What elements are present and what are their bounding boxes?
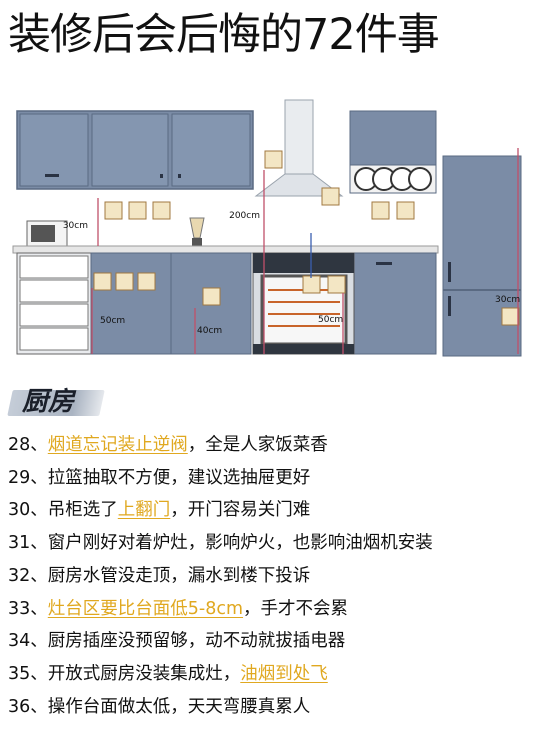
dim-label-30cm-fridge: 30cm [495,295,520,305]
item-number: 30、 [8,500,48,521]
item-text: 厨房插座没预留够，动不动就拔插电器 [47,631,346,652]
list-item: 33、灶台区要比台面低5-8cm，手才不会累 [8,594,348,624]
dim-label-50cm-left: 50cm [100,316,125,326]
item-number: 36、 [8,696,48,717]
highlighted-text: 灶台区要比台面低5-8cm [47,598,244,619]
item-text: ，开门容易关门难 [170,500,311,521]
upper-cabinets [16,110,254,190]
page-title: 装修后会后悔的72件事 [8,10,440,60]
item-number: 35、 [8,663,48,684]
dim-label-40cm: 40cm [197,326,222,336]
fridge [442,155,522,357]
item-text: 开放式厨房没装集成灶， [47,663,241,684]
item-text: 厨房水管没走顶，漏水到楼下投诉 [47,565,311,586]
list-item: 32、厨房水管没走顶，漏水到楼下投诉 [8,561,310,591]
item-text: 窗户刚好对着炉灶，影响炉火，也影响油烟机安装 [47,533,433,554]
item-text: 拉篮抽取不方便，建议选抽屉更好 [47,467,311,488]
highlighted-text: 烟道忘记装止逆阀 [47,435,188,455]
item-number: 31、 [8,533,48,554]
item-text: 操作台面做太低，天天弯腰真累人 [47,696,311,717]
item-text: ，全是人家饭菜香 [187,435,328,455]
item-number: 28、 [8,435,48,455]
item-number: 29、 [8,467,48,488]
list-item: 28、烟道忘记装止逆阀，全是人家饭菜香 [8,430,328,460]
item-text: 吊柜选了 [47,500,118,521]
item-number: 34、 [8,631,48,652]
lower-cabinets [16,252,437,355]
list-item: 35、开放式厨房没装集成灶，油烟到处飞 [8,659,328,689]
microwave [26,220,68,247]
section-heading: 厨房 [7,384,110,420]
sockets [93,150,520,326]
dim-label-30cm: 30cm [63,221,88,231]
section-label: 厨房 [22,387,75,417]
blender [189,217,205,246]
oven [252,252,355,355]
plate-cabinet [349,110,437,194]
list-item: 30、吊柜选了上翻门，开门容易关门难 [8,495,310,525]
highlighted-text: 上翻门 [117,500,171,521]
highlighted-text: 油烟到处飞 [240,663,328,684]
list-item: 34、厨房插座没预留够，动不动就拔插电器 [8,626,345,656]
range-hood [254,99,344,197]
kitchen-illustration: 30cm 200cm 50cm 40cm 50cm 30cm [0,78,535,368]
item-number: 32、 [8,565,48,586]
item-text: ，手才不会累 [243,598,349,619]
list-item: 36、操作台面做太低，天天弯腰真累人 [8,692,310,722]
item-number: 33、 [8,598,48,619]
dim-label-50cm-oven: 50cm [318,315,343,325]
list-item: 29、拉篮抽取不方便，建议选抽屉更好 [8,463,310,493]
dim-label-200cm: 200cm [229,211,260,221]
countertop [12,245,439,254]
list-item: 31、窗户刚好对着炉灶，影响炉火，也影响油烟机安装 [8,528,433,558]
dimension-lines [91,148,519,354]
